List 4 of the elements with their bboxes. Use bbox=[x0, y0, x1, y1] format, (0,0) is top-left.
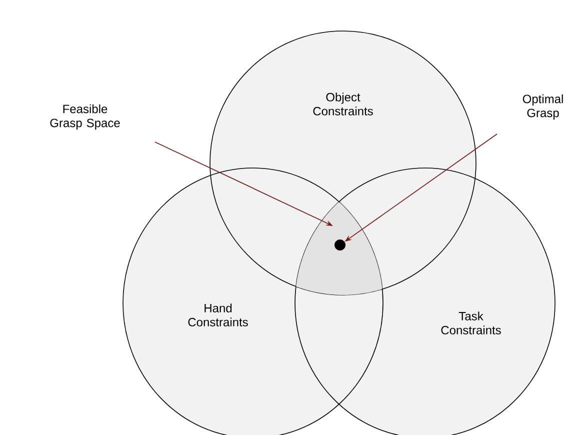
intersection-region bbox=[296, 202, 382, 295]
callout-text: Feasible Grasp Space bbox=[50, 104, 120, 130]
point-dot bbox=[334, 240, 346, 250]
callout-text: Optimal Grasp bbox=[522, 94, 563, 120]
